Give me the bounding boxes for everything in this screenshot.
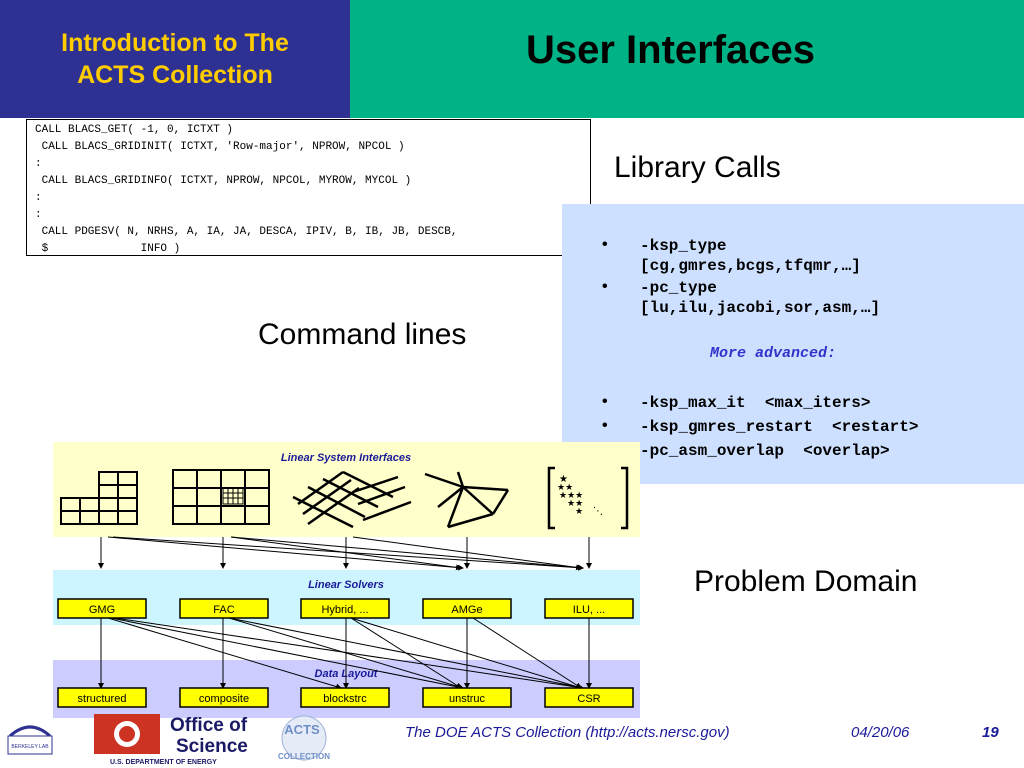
svg-text:U.S. DEPARTMENT OF ENERGY: U.S. DEPARTMENT OF ENERGY <box>110 759 217 766</box>
problem-domain-diagram: Linear System Interfaces Linear Solvers … <box>53 442 640 718</box>
svg-text:★★: ★★ <box>567 499 583 509</box>
footer-date: 04/20/06 <box>851 724 910 741</box>
block-structured-grid-icon <box>292 470 412 529</box>
problem-domain-label: Problem Domain <box>694 565 918 598</box>
code-line: $ INFO ) <box>35 243 181 255</box>
svg-text:★★★: ★★★ <box>559 491 583 501</box>
option-pc-type: -pc_type [lu,ilu,jacobi,sor,asm,…] <box>640 279 881 317</box>
code-line: CALL PDGESV( N, NRHS, A, IA, JA, DESCA, … <box>35 226 458 238</box>
solver-gmg: GMG <box>89 604 115 616</box>
section-title-panel: Introduction to The ACTS Collection <box>0 0 350 118</box>
structured-grid-icon <box>60 471 138 525</box>
code-line: CALL BLACS_GET( -1, 0, ICTXT ) <box>35 124 234 136</box>
svg-text:Science: Science <box>176 736 248 757</box>
layout-structured: structured <box>78 693 127 705</box>
svg-text:⋱: ⋱ <box>593 506 603 517</box>
bullet: • <box>602 236 608 253</box>
linear-system-title: Linear System Interfaces <box>281 452 411 464</box>
slide-title-panel: User Interfaces <box>350 0 1024 118</box>
svg-text:★: ★ <box>575 507 583 517</box>
svg-text:BERKELEY LAB: BERKELEY LAB <box>11 744 49 750</box>
layout-unstruc: unstruc <box>449 693 486 705</box>
option-ksp-max-it: -ksp_max_it <max_iters> <box>640 394 871 412</box>
svg-text:ACTS: ACTS <box>284 722 320 737</box>
linear-system-band <box>53 442 640 537</box>
layout-csr: CSR <box>577 693 600 705</box>
more-advanced-label: More advanced: <box>710 345 837 362</box>
acts-collection-logo: ACTS COLLECTION <box>278 715 330 761</box>
svg-text:★★: ★★ <box>557 483 573 493</box>
command-lines-label: Command lines <box>258 318 467 351</box>
footer-collection: The DOE ACTS Collection (http://acts.ner… <box>405 724 730 741</box>
code-line: CALL BLACS_GRIDINFO( ICTXT, NPROW, NPCOL… <box>35 175 412 187</box>
solver-fac: FAC <box>213 604 234 616</box>
code-line: : <box>35 192 42 204</box>
office-of-science-logo: Office of Science U.S. DEPARTMENT OF ENE… <box>94 714 248 766</box>
linear-solvers-title: Linear Solvers <box>308 579 384 591</box>
code-line: : <box>35 158 42 170</box>
unstructured-mesh-icon <box>424 471 510 529</box>
solver-boxes <box>57 598 634 619</box>
bullet: • <box>602 393 608 410</box>
layout-blockstrc: blockstrc <box>323 693 367 705</box>
library-call-code: CALL BLACS_GET( -1, 0, ICTXT ) CALL BLAC… <box>26 119 591 256</box>
code-line: CALL BLACS_GRIDINIT( ICTXT, 'Row-major',… <box>35 141 405 153</box>
svg-text:★: ★ <box>559 474 568 485</box>
berkeley-lab-logo: BERKELEY LAB <box>7 725 53 755</box>
slide-title: User Interfaces <box>526 28 816 72</box>
bullet: • <box>602 278 608 295</box>
sparse-matrix-icon: ★ ★★ ★★★ ★★ ★ ⋱ <box>547 466 629 530</box>
svg-text:Office of: Office of <box>170 715 248 736</box>
option-pc-asm-overlap: -pc_asm_overlap <overlap> <box>640 442 890 460</box>
svg-text:COLLECTION: COLLECTION <box>278 752 330 761</box>
bullet: • <box>602 417 608 434</box>
solver-hybrid: Hybrid, ... <box>321 604 368 616</box>
code-line: : <box>35 209 42 221</box>
composite-grid-icon <box>172 469 270 525</box>
solver-ilu: ILU, ... <box>573 604 605 616</box>
library-calls-label: Library Calls <box>614 151 781 184</box>
command-line-options-panel: • -ksp_type [cg,gmres,bcgs,tfqmr,…] • -p… <box>562 204 1024 484</box>
page-number: 19 <box>982 724 999 741</box>
option-ksp-gmres-restart: -ksp_gmres_restart <restart> <box>640 418 919 436</box>
data-layout-title: Data Layout <box>315 668 379 680</box>
footer-logos: BERKELEY LAB Office of Science U.S. DEPA… <box>7 714 330 766</box>
option-ksp-type: -ksp_type [cg,gmres,bcgs,tfqmr,…] <box>640 237 861 275</box>
section-title: Introduction to The ACTS Collection <box>61 29 289 89</box>
solver-amge: AMGe <box>451 604 482 616</box>
layout-boxes <box>57 687 634 708</box>
layout-composite: composite <box>199 693 249 705</box>
